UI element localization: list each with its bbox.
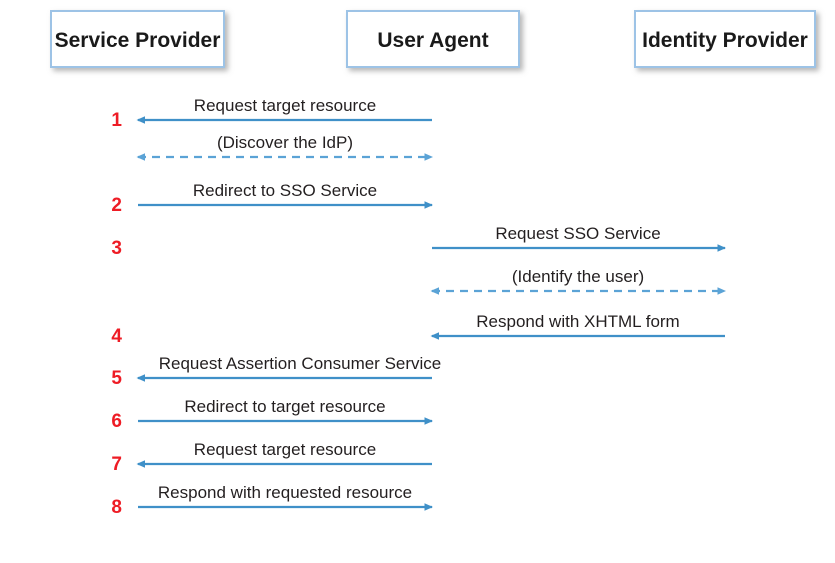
participant-box [634, 10, 816, 68]
step-number-7: 7 [111, 454, 122, 475]
message-label: Request Assertion Consumer Service [159, 354, 442, 373]
message-8: Redirect to target resource [138, 397, 433, 425]
message-label: Request SSO Service [495, 224, 660, 243]
step-number-6: 6 [111, 411, 122, 432]
message-label: Request target resource [194, 440, 376, 459]
message-2: (Discover the IdP) [136, 133, 433, 161]
step-number-8: 8 [111, 497, 122, 518]
message-label: Redirect to target resource [184, 397, 385, 416]
message-7: Request Assertion Consumer Service [136, 354, 442, 382]
step-number-4: 4 [111, 326, 122, 347]
step-number-1: 1 [111, 110, 122, 131]
message-label: (Discover the IdP) [217, 133, 353, 152]
message-label: Respond with XHTML form [476, 312, 679, 331]
step-numbers-layer: 1 2 3 4 5 6 7 8 [111, 110, 122, 518]
message-1: Request target resource [136, 96, 432, 124]
step-number-5: 5 [111, 368, 122, 389]
message-9: Request target resource [136, 440, 432, 468]
participant-label: Service Provider [55, 29, 221, 52]
message-label: Respond with requested resource [158, 483, 412, 502]
participant-sp[interactable]: Service Provider [50, 10, 225, 68]
message-10: Respond with requested resource [138, 483, 433, 511]
message-5: (Identify the user) [430, 267, 726, 295]
participant-label: User Agent [377, 29, 488, 52]
participant-box [346, 10, 520, 68]
message-3: Redirect to SSO Service [138, 181, 433, 209]
participants-layer: Service Provider User Agent Identity Provi… [50, 10, 816, 68]
participant-ua[interactable]: User Agent [346, 10, 520, 68]
message-4: Request SSO Service [432, 224, 726, 252]
participant-label: Identity Provider [642, 29, 808, 52]
message-label: Request target resource [194, 96, 376, 115]
step-number-3: 3 [111, 238, 122, 259]
step-number-2: 2 [111, 195, 122, 216]
participant-idp[interactable]: Identity Provider [634, 10, 816, 68]
message-label: (Identify the user) [512, 267, 644, 286]
message-label: Redirect to SSO Service [193, 181, 377, 200]
messages-layer: Request target resource (Discover the IdP… [136, 96, 726, 511]
message-6: Respond with XHTML form [430, 312, 725, 340]
participant-box [50, 10, 225, 68]
